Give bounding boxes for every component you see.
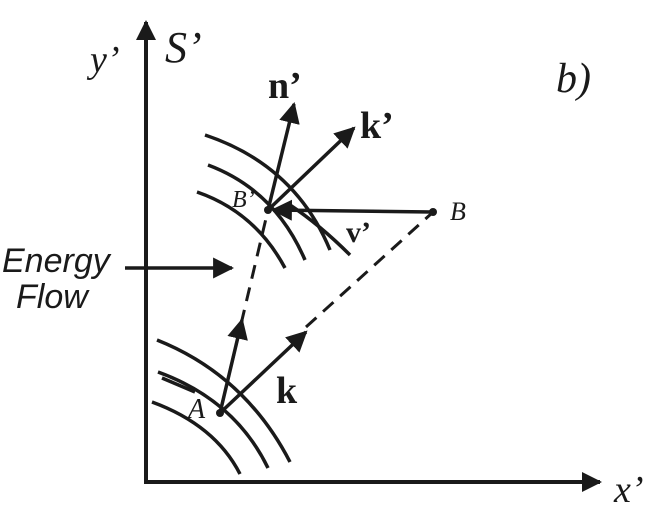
point-B-dot xyxy=(429,208,437,216)
point-A-dot xyxy=(216,409,224,417)
frame-label: S’ xyxy=(165,23,202,72)
wavefront-arc xyxy=(151,400,242,475)
vector-n-prime xyxy=(266,101,300,211)
axes xyxy=(136,20,602,492)
wavefront-arc xyxy=(204,133,332,251)
points xyxy=(216,206,437,417)
energy-flow-label-line2: Flow xyxy=(16,278,90,316)
wavefront-arc xyxy=(196,190,287,269)
vector-energy-direction xyxy=(218,317,248,414)
point-label-B: B xyxy=(450,197,466,226)
y-axis-label: y’ xyxy=(86,39,120,81)
panel-label: b) xyxy=(556,56,591,102)
vector-v-prime xyxy=(270,199,433,221)
vector-label-k-prime: k’ xyxy=(360,105,394,147)
wavefront-arc xyxy=(207,163,307,261)
point-label-Bprime: B’ xyxy=(232,187,255,213)
wavefront-arc xyxy=(156,338,292,463)
point-Bprime-dot xyxy=(264,206,272,214)
wavefront-arc xyxy=(161,376,196,394)
vector-k-prime xyxy=(266,126,356,212)
wavefronts-lower xyxy=(151,338,292,475)
labels: S’ y’ x’ b) n’ k’ v’ k A B B’ Energy Flo… xyxy=(2,23,644,505)
vector-label-n-prime: n’ xyxy=(268,65,302,107)
energy-flow-label-line1: Energy xyxy=(2,242,112,280)
x-axis-label: x’ xyxy=(613,469,644,505)
point-label-A: A xyxy=(186,394,206,425)
wavefront-arc xyxy=(157,370,270,469)
dashed-line-A-to-B xyxy=(304,211,434,329)
vector-label-k: k xyxy=(276,370,298,412)
vectors xyxy=(125,101,433,415)
vector-label-v-prime: v’ xyxy=(346,216,371,249)
vector-k xyxy=(218,330,308,415)
